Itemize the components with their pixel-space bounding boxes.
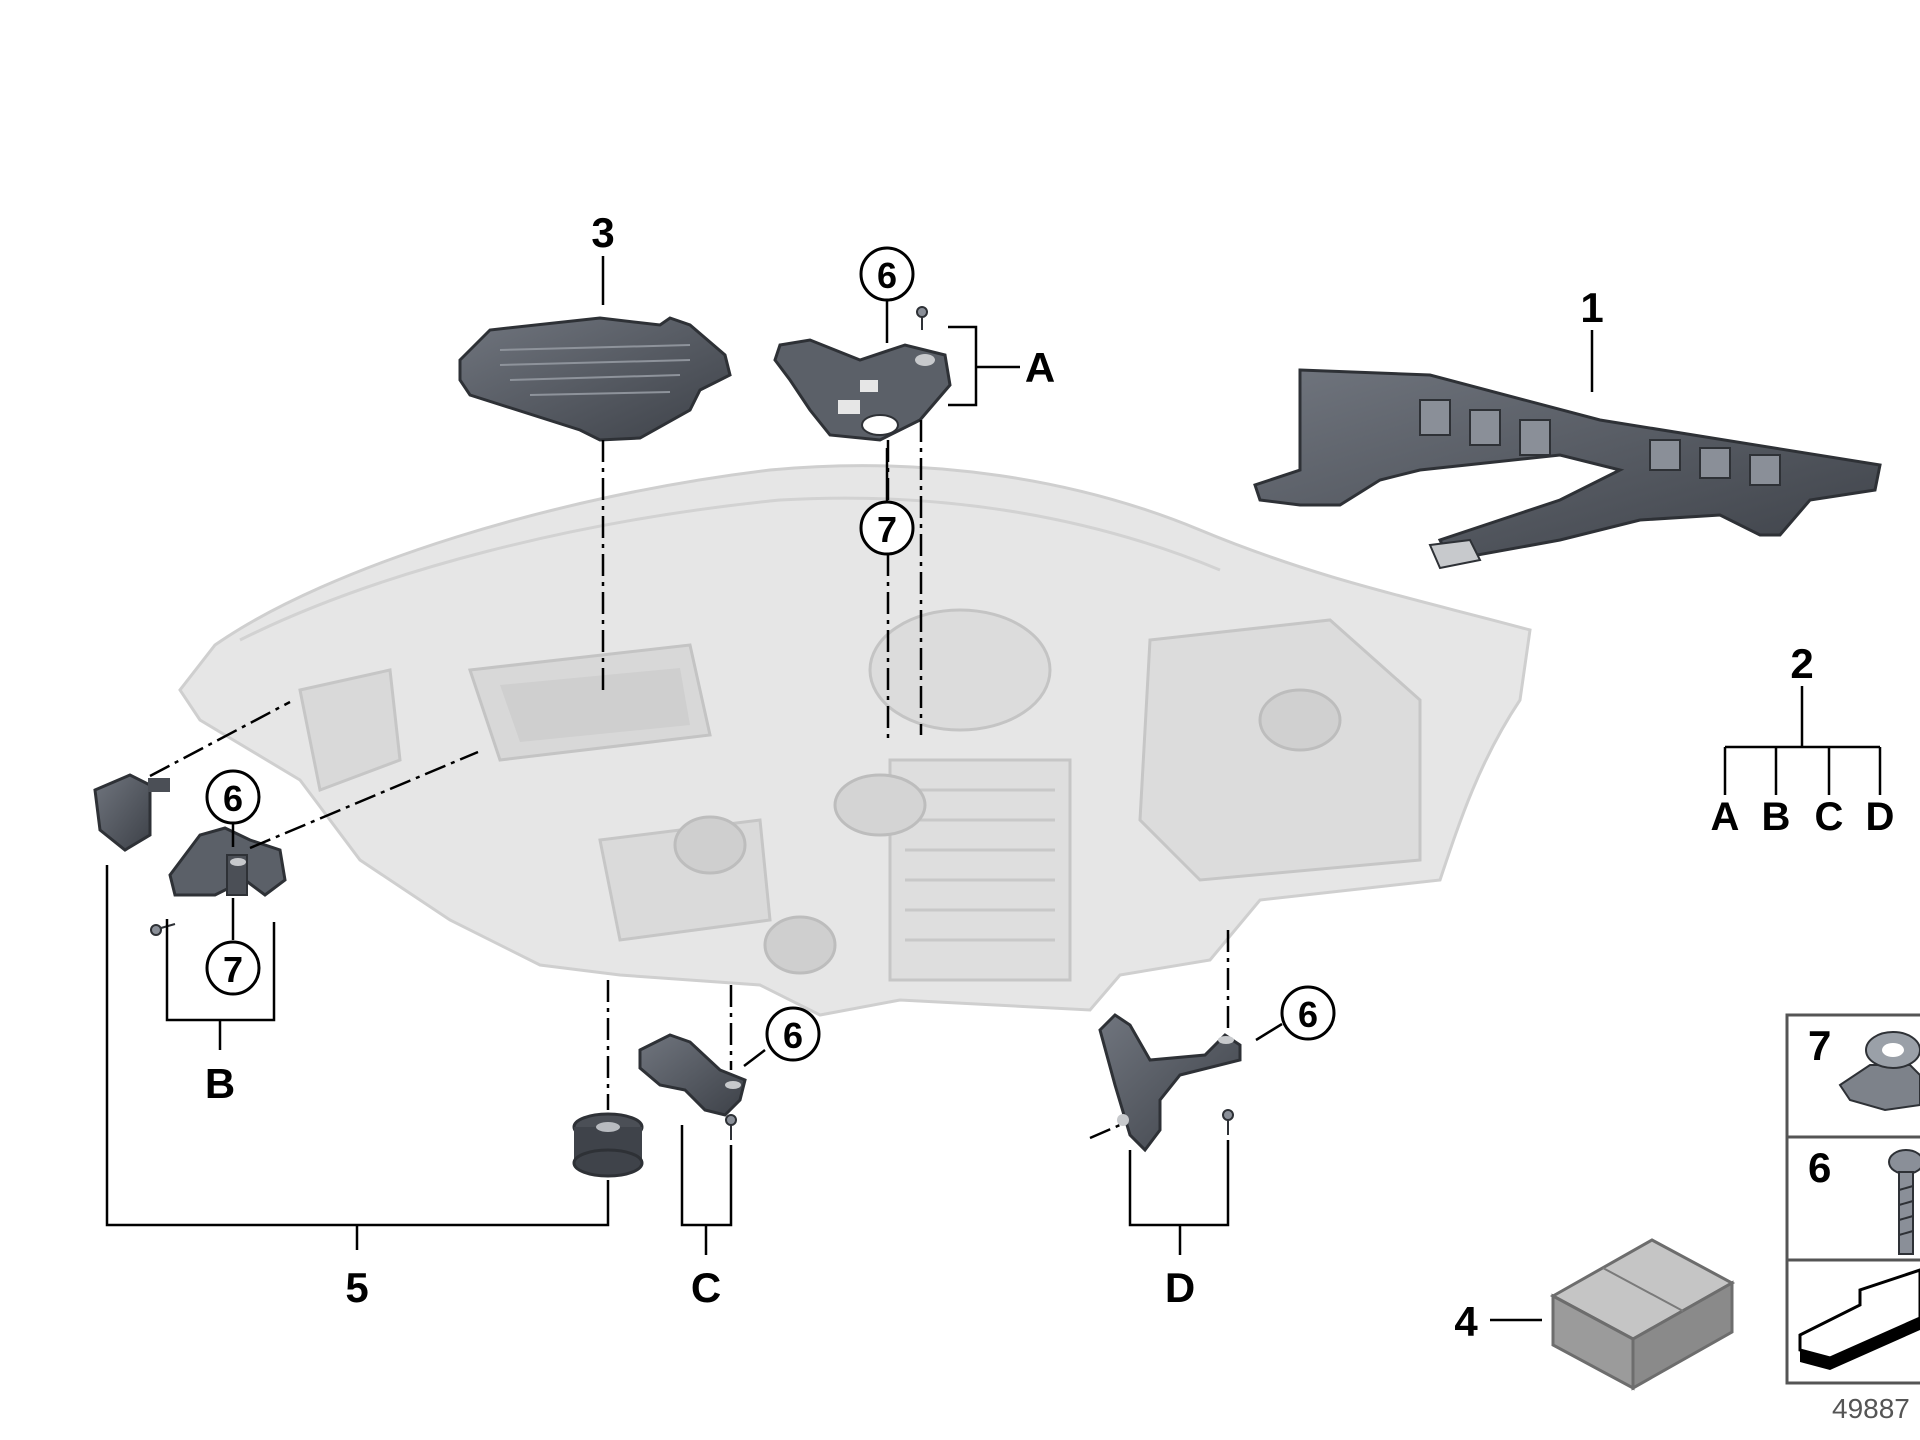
screw-a	[916, 306, 928, 330]
kit-label-a: A	[1711, 795, 1740, 839]
callout-6-b: 6	[223, 778, 243, 819]
kit-label-d: D	[1866, 795, 1895, 839]
callout-6-d: 6	[1298, 994, 1318, 1035]
leader-lines	[105, 256, 1882, 1322]
screw-icon	[1888, 1149, 1920, 1255]
bracket-b-part	[168, 826, 287, 897]
mounting-bracket-part	[1253, 368, 1882, 570]
rubber-bush-part	[572, 1112, 644, 1178]
parts-legend: 7 6 49887	[1785, 1013, 1920, 1424]
bracket-a-part	[773, 338, 952, 442]
bracket-c-part	[638, 1033, 747, 1117]
legend-row-6-number: 6	[1808, 1144, 1831, 1191]
part-label-4: 4	[1454, 1298, 1478, 1345]
diagram-reference-number: 49887	[1832, 1393, 1910, 1424]
clip-nut-icon	[1838, 1031, 1920, 1112]
group-label-b: B	[205, 1060, 235, 1107]
part-label-3: 3	[591, 209, 614, 256]
kit-label-c: C	[1815, 795, 1844, 839]
part-label-2: 2	[1790, 640, 1813, 687]
callout-7-top: 7	[877, 509, 897, 550]
group-label-a: A	[1025, 344, 1055, 391]
screw-d	[1222, 1109, 1234, 1135]
part-label-5: 5	[345, 1264, 368, 1311]
group-label-d: D	[1165, 1264, 1195, 1311]
legend-row-7-number: 7	[1808, 1022, 1831, 1069]
adhesive-pad-box-part	[1549, 1238, 1736, 1391]
part-label-1: 1	[1580, 284, 1603, 331]
bracket-d-part	[1098, 1013, 1242, 1153]
callout-6-top: 6	[877, 255, 897, 296]
screw-part	[150, 306, 1234, 1140]
callout-6-c: 6	[783, 1015, 803, 1056]
clip-part	[93, 773, 170, 852]
headlight-housing	[178, 464, 1532, 1017]
callout-7-b: 7	[223, 949, 243, 990]
callout-circles	[205, 246, 1336, 1062]
group-label-c: C	[691, 1264, 721, 1311]
screw-c	[725, 1114, 737, 1140]
kit-label-b: B	[1762, 795, 1791, 839]
screw-b	[150, 923, 176, 936]
adhesive-tape-icon	[1798, 1268, 1920, 1370]
cover-part	[458, 316, 732, 442]
